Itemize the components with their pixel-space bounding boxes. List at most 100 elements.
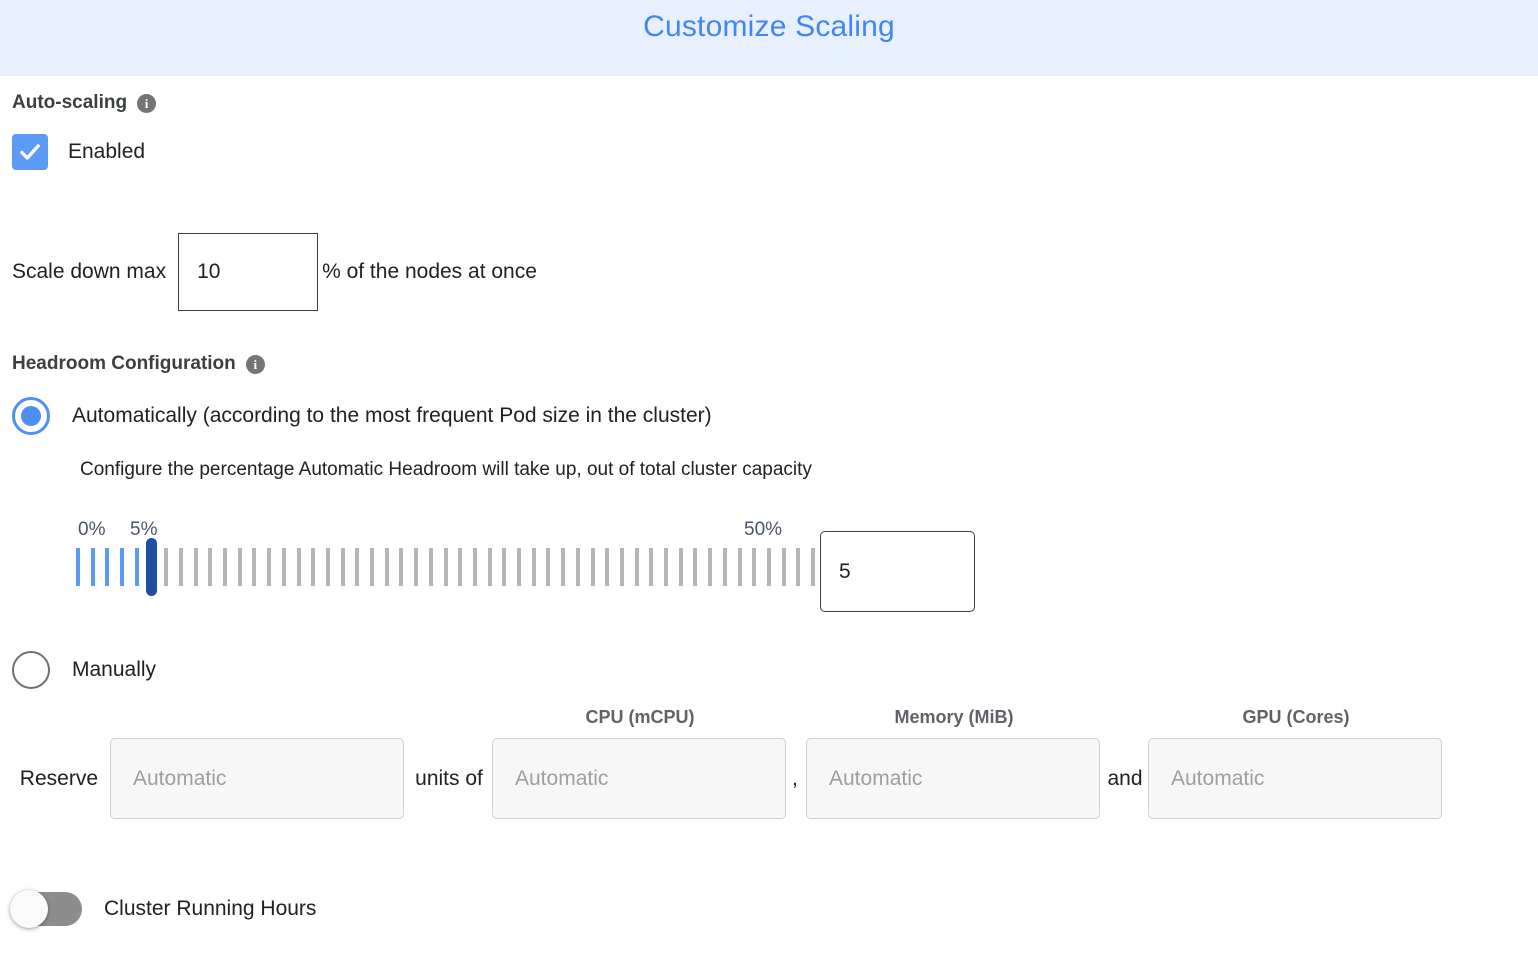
- slider-tick: [428, 548, 433, 586]
- memory-field-header: Memory (MiB): [894, 707, 1014, 727]
- slider-tick: [708, 548, 713, 586]
- toggle-knob: [10, 890, 48, 928]
- slider-tick: [296, 548, 301, 586]
- slider-tick: [458, 548, 463, 586]
- cpu-field-header: CPU (mCPU): [585, 707, 695, 727]
- reserve-label: Reserve: [19, 766, 98, 790]
- radio-button-manually[interactable]: [12, 651, 50, 689]
- units-of-label: units of: [415, 766, 483, 790]
- slider-tick: [752, 548, 757, 586]
- slider-tick: [502, 548, 507, 586]
- cluster-running-hours-row[interactable]: Cluster Running Hours: [10, 890, 1526, 928]
- slider-tick: [590, 548, 595, 586]
- reserve-units-input[interactable]: [110, 738, 404, 819]
- headroom-manual-option[interactable]: Manually: [12, 651, 1526, 689]
- slider-tick: [766, 548, 771, 586]
- headroom-heading-row: Headroom Configuration i: [12, 353, 1526, 375]
- slider-tick: [267, 548, 272, 586]
- cluster-running-hours-toggle[interactable]: [10, 890, 82, 928]
- slider-tick: [384, 548, 389, 586]
- slider-tick: [561, 548, 566, 586]
- gpu-field-header: GPU (Cores): [1242, 707, 1350, 727]
- slider-tick: [399, 548, 404, 586]
- slider-tick: [237, 548, 242, 586]
- headroom-description: Configure the percentage Automatic Headr…: [80, 459, 812, 480]
- slider-tick: [134, 548, 139, 586]
- auto-scaling-title: Auto-scaling: [12, 92, 128, 113]
- auto-scaling-enabled-row[interactable]: Enabled: [12, 134, 1526, 170]
- slider-tick: [531, 548, 536, 586]
- slider-tick: [781, 548, 786, 586]
- headroom-title: Headroom Configuration: [12, 353, 236, 374]
- slider-tick: [443, 548, 448, 586]
- slider-track[interactable]: [76, 538, 821, 596]
- slider-tick: [693, 548, 698, 586]
- slider-tick: [414, 548, 419, 586]
- info-icon[interactable]: i: [137, 93, 157, 113]
- slider-tick: [76, 548, 80, 586]
- enabled-label: Enabled: [68, 140, 146, 163]
- slider-tick: [164, 548, 169, 586]
- headroom-manual-label: Manually: [72, 658, 157, 681]
- slider-tick: [722, 548, 727, 586]
- slider-tick: [223, 548, 227, 586]
- headroom-automatic-option[interactable]: Automatically (according to the most fre…: [12, 397, 1526, 435]
- slider-tick: [120, 548, 125, 586]
- slider-tick: [575, 548, 580, 586]
- radio-button-automatic[interactable]: [12, 397, 50, 435]
- slider-tick: [325, 548, 330, 586]
- dialog-header: Customize Scaling: [0, 0, 1538, 76]
- page-title: Customize Scaling: [643, 10, 895, 43]
- slider-tick: [634, 548, 639, 586]
- cluster-running-hours-label: Cluster Running Hours: [104, 897, 317, 920]
- auto-scaling-section: Auto-scaling i Enabled: [12, 92, 1526, 170]
- reserve-memory-input[interactable]: [806, 738, 1100, 819]
- slider-tick: [252, 548, 257, 586]
- slider-tick: [664, 548, 668, 586]
- slider-tick: [90, 548, 95, 586]
- slider-tick: [370, 548, 374, 586]
- scale-down-max-suffix: % of the nodes at once: [322, 260, 537, 283]
- slider-tick: [208, 548, 213, 586]
- slider-tick: [546, 548, 551, 586]
- slider-tick: [811, 548, 815, 586]
- slider-tick: [193, 548, 198, 586]
- slider-tick: [737, 548, 742, 586]
- headroom-percentage-slider[interactable]: 0% 5% 50%: [12, 519, 1526, 629]
- slider-tick: [105, 548, 110, 586]
- slider-current-label: 5%: [130, 519, 158, 540]
- headroom-manual-section: Manually CPU (mCPU) Memory (MiB) GPU (Co…: [12, 651, 1526, 819]
- headroom-configuration-section: Headroom Configuration i Automatically (…: [12, 353, 1526, 819]
- scale-down-max-label: Scale down max: [12, 260, 167, 283]
- slider-tick: [796, 548, 801, 586]
- headroom-automatic-label: Automatically (according to the most fre…: [72, 404, 712, 427]
- reserve-fields-grid: CPU (mCPU) Memory (MiB) GPU (Cores) Rese…: [12, 707, 1526, 819]
- slider-max-label: 50%: [744, 519, 783, 540]
- info-icon[interactable]: i: [245, 354, 265, 374]
- slider-tick: [487, 548, 492, 586]
- dialog-body: Auto-scaling i Enabled Scale down max % …: [0, 92, 1538, 928]
- slider-thumb[interactable]: [146, 538, 157, 596]
- slider-tick: [340, 548, 345, 586]
- reserve-cpu-input[interactable]: [492, 738, 786, 819]
- slider-tick: [472, 548, 477, 586]
- scale-down-max-row: Scale down max % of the nodes at once: [12, 233, 1526, 311]
- units-field-header: [110, 718, 406, 728]
- slider-tick: [281, 548, 286, 586]
- slider-tick: [178, 548, 183, 586]
- slider-tick: [517, 548, 521, 586]
- scale-down-max-input[interactable]: [178, 233, 319, 311]
- slider-tick: [649, 548, 654, 586]
- slider-tick: [311, 548, 316, 586]
- headroom-percentage-input[interactable]: [820, 531, 975, 612]
- comma-separator: ,: [792, 766, 798, 790]
- slider-tick: [355, 548, 360, 586]
- checkbox-icon[interactable]: [12, 134, 48, 170]
- slider-min-label: 0%: [78, 519, 106, 540]
- slider-tick: [619, 548, 624, 586]
- and-label: and: [1107, 766, 1143, 790]
- slider-tick: [678, 548, 683, 586]
- slider-tick: [605, 548, 610, 586]
- auto-scaling-heading-row: Auto-scaling i: [12, 92, 1526, 114]
- reserve-gpu-input[interactable]: [1148, 738, 1442, 819]
